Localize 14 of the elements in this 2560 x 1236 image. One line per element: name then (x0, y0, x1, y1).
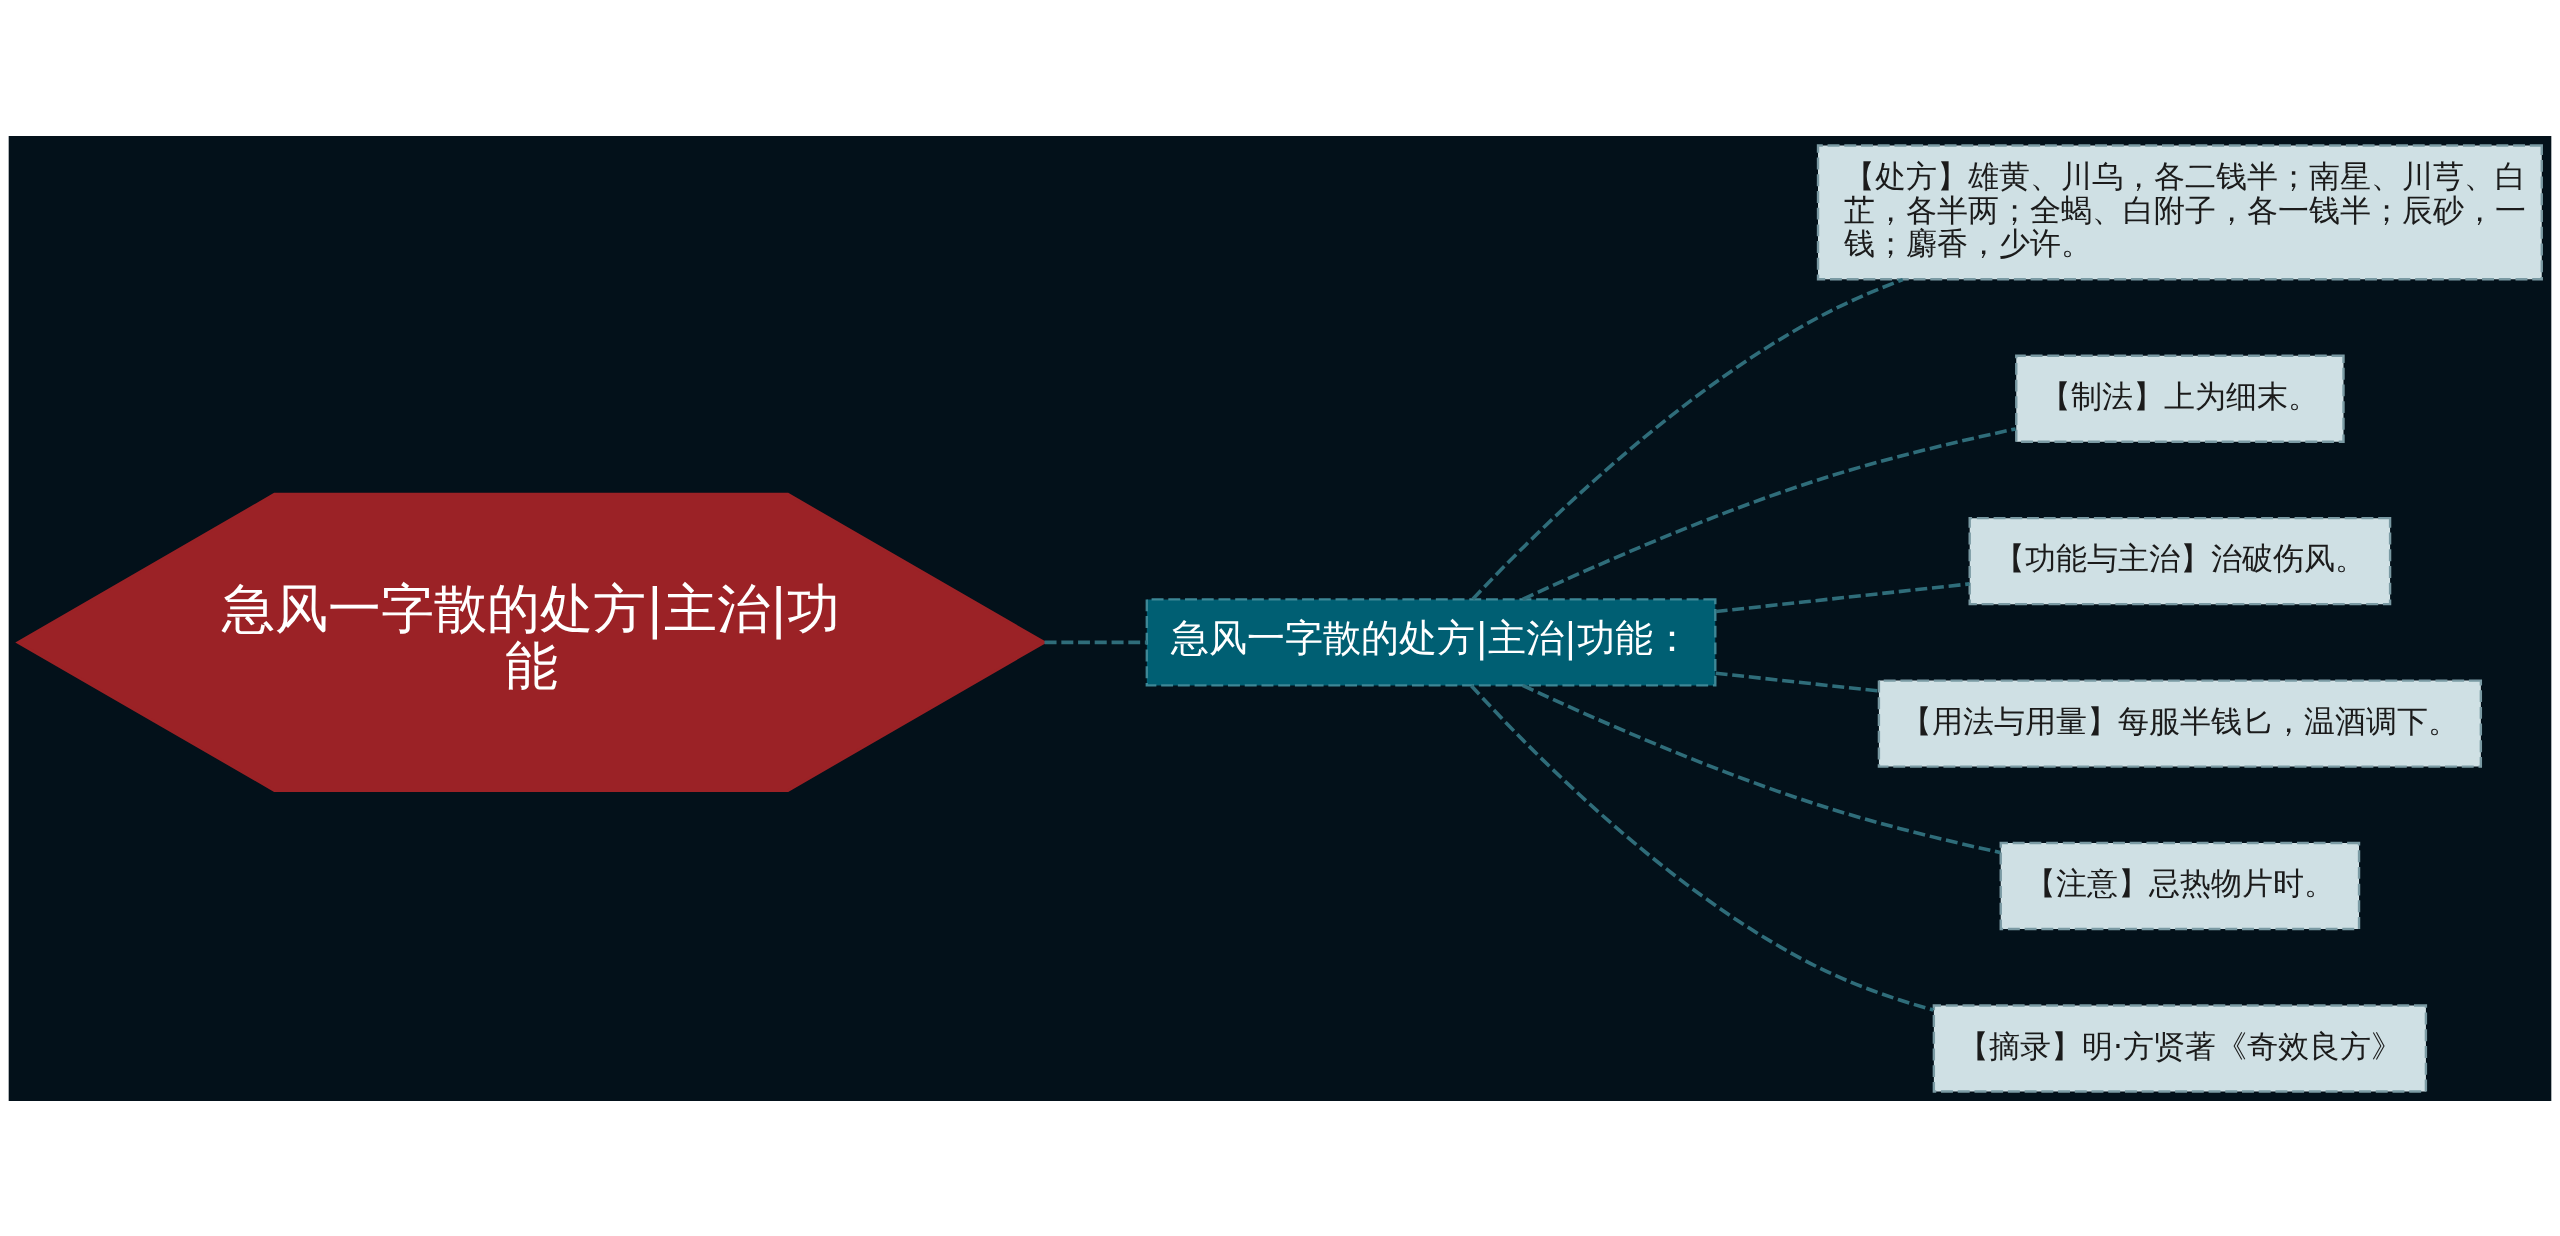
connector (1044, 640, 1147, 644)
connector (1521, 683, 2001, 854)
connector (1715, 670, 1879, 693)
connector (1521, 426, 2017, 601)
node-box: 【注意】忌热物片时。 (1999, 841, 2361, 930)
connector (1470, 684, 1934, 1012)
node-box: 【制法】上为细末。 (2015, 354, 2345, 443)
connector (1715, 581, 1970, 613)
node-box: 【用法与用量】每服半钱匕，温酒调下。 (1877, 678, 2483, 768)
node-box: 【处方】雄黄、川乌，各二钱半；南星、川芎、白芷，各半两；全蝎、白附子，各一钱半；辰砂，一钱；麝香，少许。 (1816, 143, 2543, 280)
node-box: 【摘录】明·方贤著《奇效良方》 (1932, 1003, 2428, 1093)
connector (1471, 277, 1904, 600)
node-box: 急风一字散的处方|主治|功能： (1145, 597, 1717, 687)
node-box: 【功能与主治】治破伤风。 (1968, 516, 2392, 605)
